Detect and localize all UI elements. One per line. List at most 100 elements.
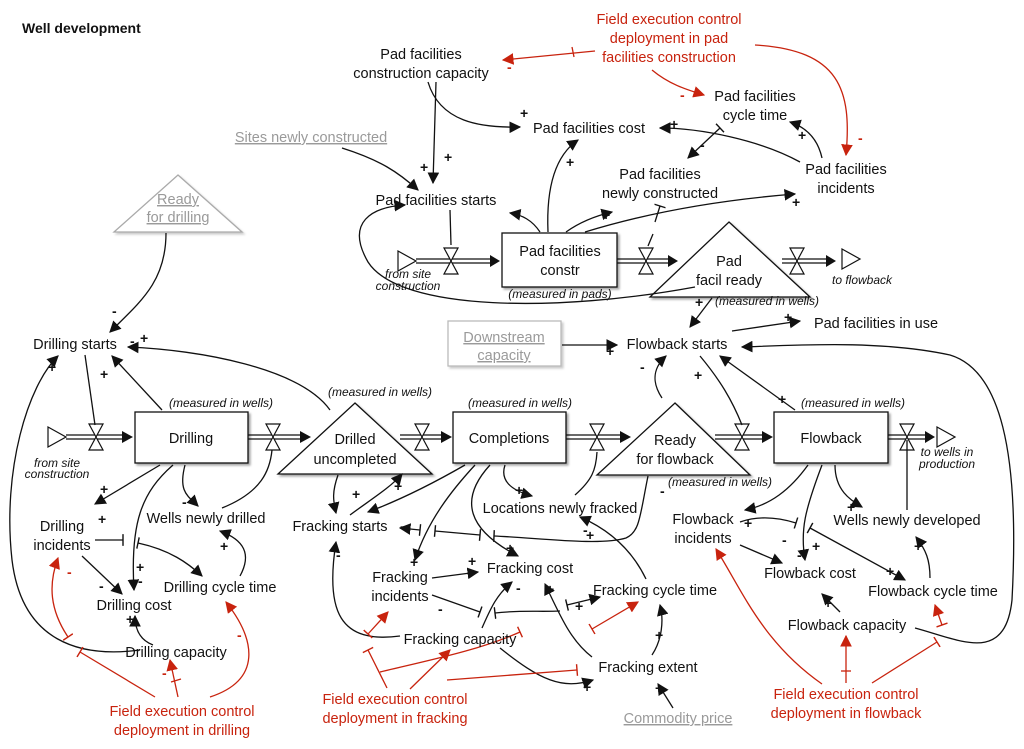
control-pad-line2[interactable]: deployment in pad [610,31,729,47]
positive-polarity-mark: + [546,581,554,597]
var-pad-capacity-l2[interactable]: construction capacity [353,66,489,82]
positive-polarity-mark: + [778,391,786,407]
unit-wells: (measured in wells) [801,396,905,410]
control-links [48,44,948,698]
var-fracking-cycle-time[interactable]: Fracking cycle time [593,583,717,599]
control-fracking-l2[interactable]: deployment in fracking [322,711,467,727]
var-wells-newly-drilled[interactable]: Wells newly drilled [147,511,266,527]
var-drilling-cost[interactable]: Drilling cost [97,598,172,614]
causal-links [9,81,1015,709]
source-icon [397,249,418,273]
negative-polarity-mark: - [516,580,521,596]
negative-polarity-mark: - [640,359,645,375]
var-pad-incidents-l2[interactable]: incidents [817,181,874,197]
var-fracking-incidents-l1[interactable]: Fracking [372,570,428,586]
var-drilling-incidents-l1[interactable]: Drilling [40,519,84,535]
control-pad-line3[interactable]: facilities construction [602,50,736,66]
positive-polarity-mark: + [352,486,360,502]
negative-polarity-mark: - [130,333,135,349]
negative-polarity-mark: - [138,573,143,589]
var-wells-newly-developed[interactable]: Wells newly developed [833,513,980,529]
var-drilling-capacity[interactable]: Drilling capacity [125,645,227,661]
var-flowback-incidents-l2[interactable]: incidents [674,531,731,547]
source-label-l2: construction [376,279,441,293]
external-stock-ready-for-drilling[interactable] [112,174,244,233]
stock-flowback[interactable] [773,411,889,464]
var-locations-newly-fracked[interactable]: Locations newly fracked [483,501,638,517]
var-pad-newly-constructed-l2[interactable]: newly constructed [602,186,718,202]
stock-drilled-uncompleted[interactable] [276,402,434,475]
positive-polarity-mark: + [694,367,702,383]
var-fracking-starts[interactable]: Fracking starts [292,519,387,535]
unit-pads: (measured in pads) [508,287,611,301]
positive-polarity-mark: + [886,563,894,579]
var-pad-starts[interactable]: Pad facilities starts [376,193,497,209]
var-pad-in-use[interactable]: Pad facilities in use [814,316,938,332]
positive-polarity-mark: + [126,611,134,627]
var-pad-capacity-l1[interactable]: Pad facilities [380,47,461,63]
ext-downstream-capacity-l1[interactable]: Downstream [463,330,544,346]
var-fracking-capacity[interactable]: Fracking capacity [404,632,518,648]
unit-wells: (measured in wells) [468,396,572,410]
var-pad-newly-constructed-l1[interactable]: Pad facilities [619,167,700,183]
positive-polarity-mark: + [410,554,418,570]
valve-icon [264,423,282,451]
stock-pad-facil-ready[interactable] [648,221,812,298]
negative-polarity-mark: - [782,532,787,548]
var-flowback-starts[interactable]: Flowback starts [627,337,728,353]
positive-polarity-mark: + [515,482,523,498]
stock-drilling[interactable] [134,411,249,464]
var-flowback-cost[interactable]: Flowback cost [764,566,856,582]
valve-icon [588,423,606,451]
var-drilling-incidents-l2[interactable]: incidents [33,538,90,554]
control-flowback-l1[interactable]: Field execution control [773,687,918,703]
var-pad-cost[interactable]: Pad facilities cost [533,121,645,137]
stock-pad-constr-l1: Pad facilities [519,244,600,260]
positive-polarity-mark: + [100,481,108,497]
stock-pad-ready-l2: facil ready [696,273,763,289]
positive-polarity-mark: + [784,309,792,325]
var-fracking-cost[interactable]: Fracking cost [487,561,573,577]
source-icon [47,425,68,449]
var-flowback-capacity[interactable]: Flowback capacity [788,618,907,634]
source-label-l2: construction [25,467,90,481]
control-fracking-l1[interactable]: Field execution control [322,692,467,708]
stock-ready-for-flowback[interactable] [595,402,752,476]
valve-icon [733,423,751,451]
valve-icon [637,247,655,275]
negative-polarity-mark: - [680,87,685,103]
ext-downstream-capacity-l2[interactable]: capacity [477,348,531,364]
positive-polarity-mark: + [566,154,574,170]
var-flowback-incidents-l1[interactable]: Flowback [672,512,734,528]
unit-wells: (measured in wells) [715,294,819,308]
var-pad-cycle-time-l2[interactable]: cycle time [723,108,787,124]
control-drilling-l2[interactable]: deployment in drilling [114,723,250,739]
diagram-title: Well development [22,20,141,36]
ext-commodity-price[interactable]: Commodity price [624,711,733,727]
negative-polarity-mark: - [336,547,341,563]
var-drilling-cycle-time[interactable]: Drilling cycle time [164,580,277,596]
stock-pad-facilities-constr[interactable] [501,232,618,288]
negative-polarity-mark: - [67,564,72,580]
stock-completions[interactable] [452,411,567,464]
var-fracking-incidents-l2[interactable]: incidents [371,589,428,605]
var-pad-incidents-l1[interactable]: Pad facilities [805,162,886,178]
positive-polarity-mark: + [812,538,820,554]
var-pad-cycle-time-l1[interactable]: Pad facilities [714,89,795,105]
stock-flowback-label: Flowback [800,431,862,447]
var-fracking-extent[interactable]: Fracking extent [598,660,697,676]
negative-polarity-mark: - [182,494,187,510]
positive-polarity-mark: + [100,366,108,382]
external-box-downstream-capacity[interactable] [447,320,562,367]
negative-polarity-mark: - [583,522,588,538]
positive-polarity-mark: + [583,679,591,695]
control-pad-line1[interactable]: Field execution control [596,12,741,28]
var-drilling-starts[interactable]: Drilling starts [33,337,117,353]
ext-ready-for-drilling-l2[interactable]: for drilling [147,210,210,226]
control-flowback-l2[interactable]: deployment in flowback [771,706,922,722]
ext-ready-for-drilling-l1[interactable]: Ready [157,192,200,208]
ext-sites-newly-constructed[interactable]: Sites newly constructed [235,130,387,146]
control-drilling-l1[interactable]: Field execution control [109,704,254,720]
var-flowback-cycle-time[interactable]: Flowback cycle time [868,584,998,600]
